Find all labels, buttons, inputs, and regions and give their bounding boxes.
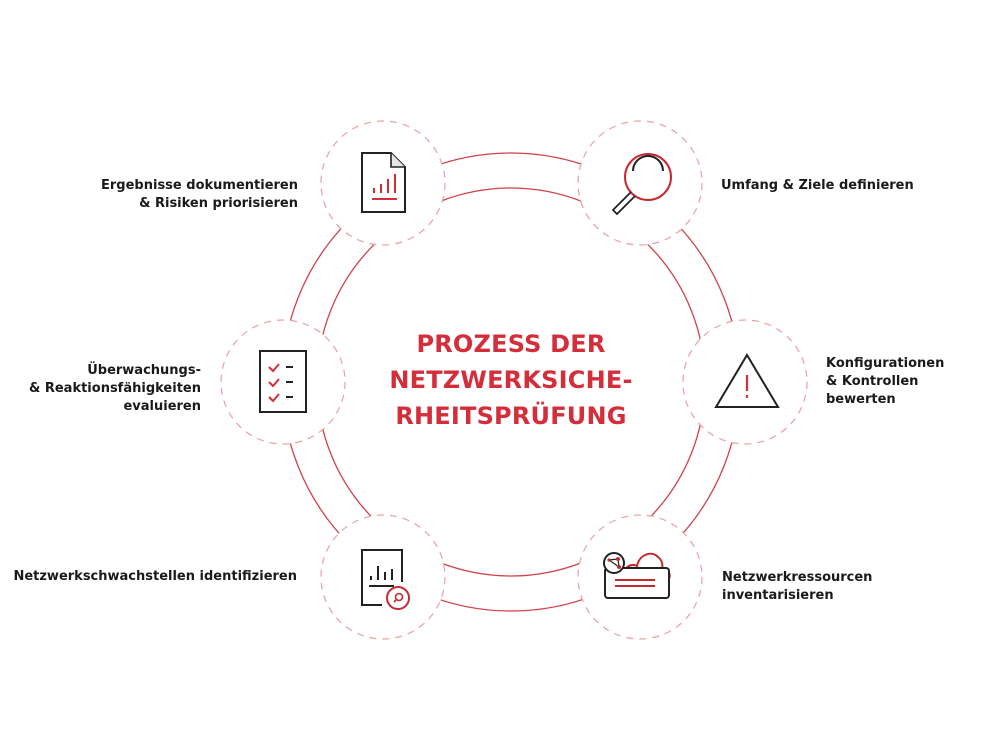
node-circle-vulnerabilities [320,514,446,640]
step-label-document: Ergebnisse dokumentieren & Risiken prior… [101,177,298,213]
label-line: bewerten [826,392,896,407]
label-line: & Reaktionsfähigkeiten [28,381,201,396]
step-label-config: Konfigurationen & Kontrollen bewerten [826,355,944,409]
label-line: inventarisieren [722,588,834,603]
label-line: & Kontrollen [826,374,919,389]
node-circle-monitoring [220,319,346,445]
network-cloud-icon [603,552,671,599]
step-label-scope: Umfang & Ziele definieren [721,177,914,195]
node-circle-scope [577,120,703,246]
step-label-vulnerabilities: Netzwerkschwachstellen identifizieren [13,568,297,586]
label-line: Ergebnisse dokumentieren [101,178,298,193]
checklist-icon [259,350,307,413]
label-line: evaluieren [123,399,201,414]
label-line: & Risiken priorisieren [139,196,298,211]
label-line: Überwachungs- [87,363,201,378]
report-search-icon [361,549,410,610]
title-line-2: NETZWERKSICHE- [389,366,633,394]
label-line: Netzwerkressourcen [722,570,873,585]
label-line: Umfang & Ziele definieren [721,178,914,193]
warning-triangle-icon [714,353,780,408]
step-label-monitoring: Überwachungs- & Reaktionsfähigkeiten eva… [29,362,201,416]
step-label-inventory: Netzwerkressourcen inventarisieren [722,569,872,605]
label-line: Konfigurationen [826,356,945,371]
title-line-1: PROZESS DER [416,330,606,358]
label-line: Netzwerkschwachstellen identifizieren [13,569,297,584]
document-chart-icon [361,152,406,213]
diagram-title: PROZESS DER NETZWERKSICHE- RHEITSPRÜFUNG [361,326,661,434]
magnifier-icon [611,153,672,216]
node-circle-config [682,319,808,445]
title-line-3: RHEITSPRÜFUNG [395,402,627,430]
node-circle-document [320,120,446,246]
